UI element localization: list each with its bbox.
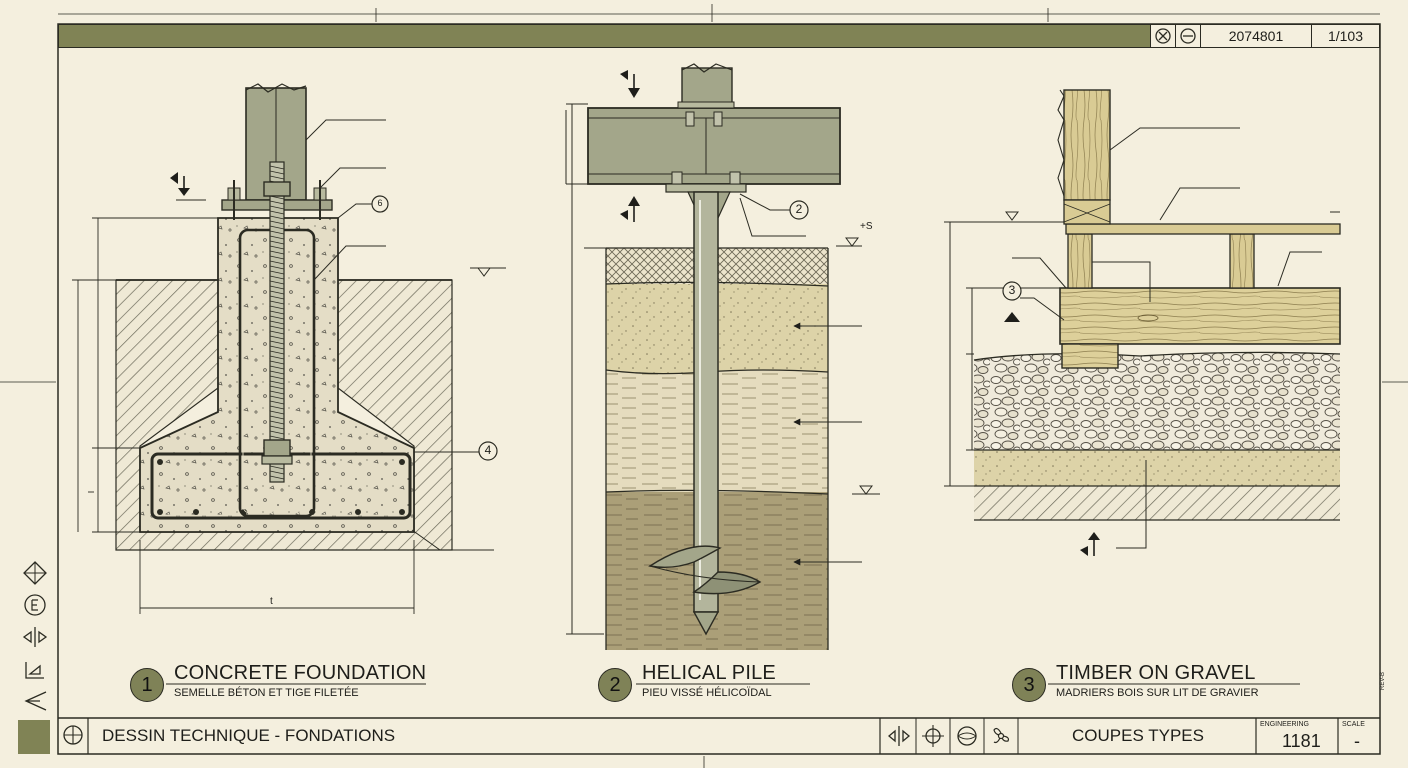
fork-arrow-icon[interactable] [20, 686, 50, 716]
view-subtitle-helical-pile: PIEU VISSÉ HÉLICOÏDAL [642, 687, 772, 699]
scale-label: SCALE [1342, 721, 1365, 728]
callout-6: 6 [377, 198, 383, 208]
corner-swatch [18, 720, 50, 754]
side-margin-text: REV-B [1380, 671, 1386, 690]
engineering-label: ENGINEERING [1260, 721, 1310, 728]
globe-icon[interactable] [955, 724, 979, 753]
engineering-value: 1181 [1282, 731, 1321, 751]
view-subtitle-concrete-foundation: SEMELLE BÉTON ET TIGE FILETÉE [174, 687, 359, 699]
crosshair-icon[interactable] [921, 724, 945, 753]
diamond-cross-icon[interactable] [20, 558, 50, 588]
level-label: +S [860, 221, 873, 232]
callout-4: 4 [484, 443, 492, 457]
callout-2: 2 [795, 202, 803, 216]
drawing-number: 2074801 [1200, 24, 1312, 48]
fan-icon[interactable] [989, 724, 1013, 753]
split-arrows-icon[interactable] [20, 622, 50, 652]
sheet-number: 1/103 [1311, 24, 1380, 48]
split-arrow-icon[interactable] [886, 724, 912, 753]
minus-circle-icon[interactable] [1175, 24, 1201, 48]
view-number-1: 1 [130, 668, 164, 702]
view-title-concrete-foundation: CONCRETE FOUNDATION [174, 662, 427, 684]
width-dimension-label: t [270, 596, 273, 607]
callout-3: 3 [1008, 283, 1016, 297]
view-title-helical-pile: HELICAL PILE [642, 662, 776, 684]
view-title-timber-on-gravel: TIMBER ON GRAVEL [1056, 662, 1256, 684]
scale-value: - [1354, 731, 1360, 751]
view-number-2: 2 [598, 668, 632, 702]
circle-e-icon[interactable] [20, 590, 50, 620]
crosshair-logo-icon [62, 724, 84, 751]
horn-icon[interactable] [20, 654, 50, 684]
cross-circle-icon[interactable] [1150, 24, 1176, 48]
view-number-3: 3 [1012, 668, 1046, 702]
timber-on-gravel-drawing [944, 89, 1341, 556]
helical-pile-drawing [565, 63, 880, 650]
section-label: COUPES TYPES [1072, 726, 1204, 745]
view-subtitle-timber-on-gravel: MADRIERS BOIS SUR LIT DE GRAVIER [1056, 687, 1259, 699]
drawing-title: DESSIN TECHNIQUE - FONDATIONS [102, 726, 396, 745]
concrete-foundation-drawing [72, 83, 506, 614]
